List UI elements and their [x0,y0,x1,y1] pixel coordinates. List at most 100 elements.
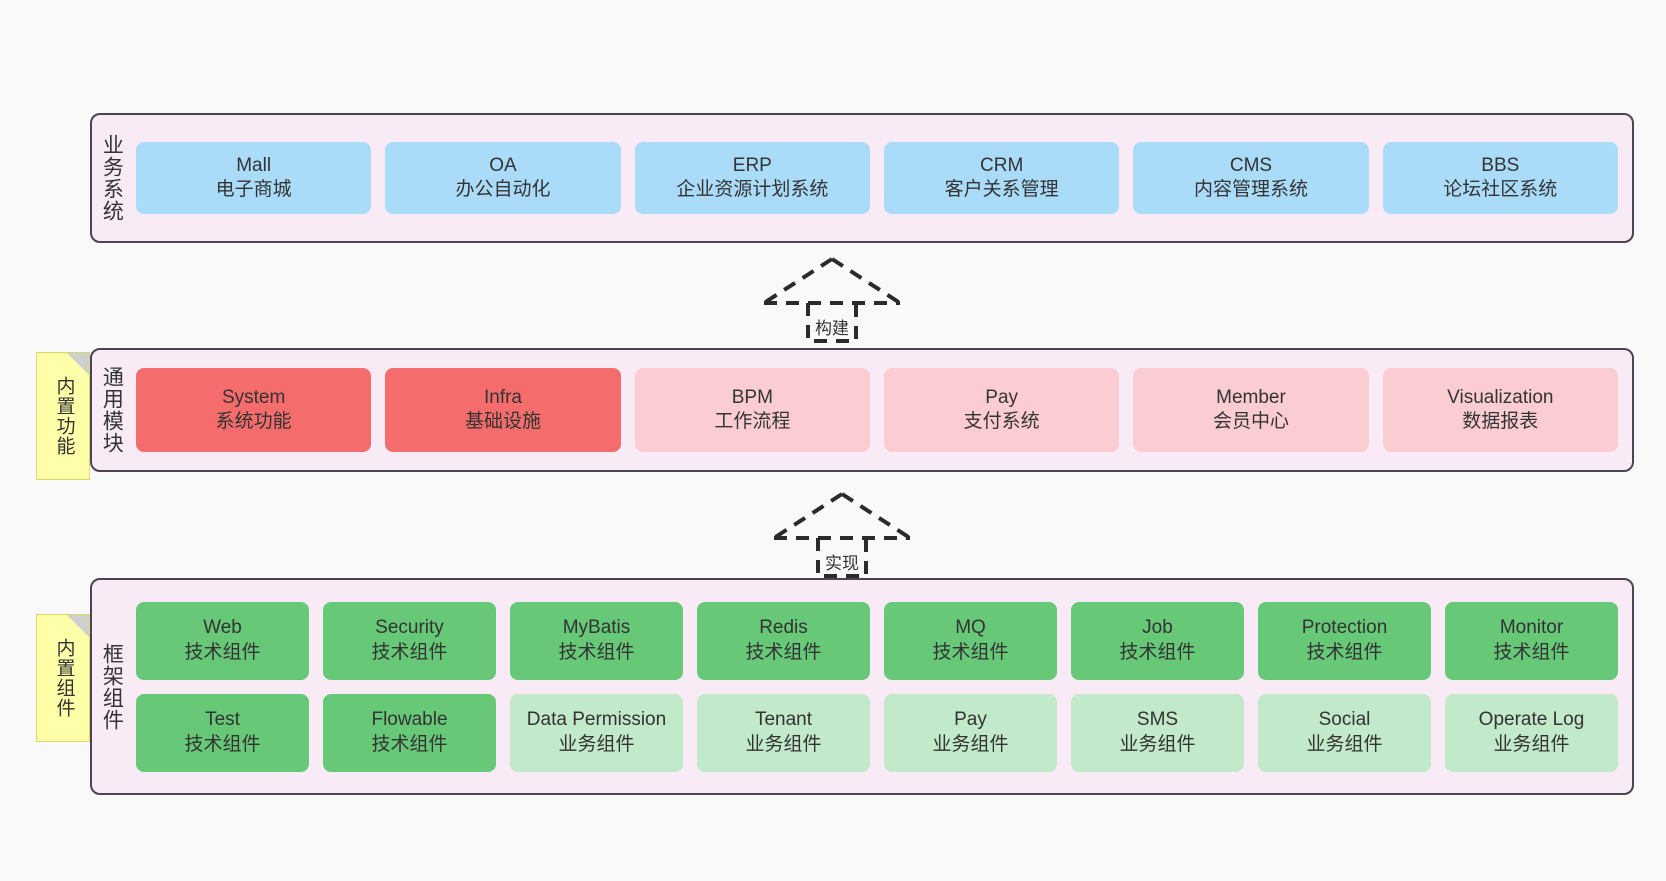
card-crm[interactable]: CRM 客户关系管理 [883,142,1120,214]
card-row: System 系统功能 Infra 基础设施 BPM 工作流程 Pay 支付系统… [136,368,1618,452]
card-monitor[interactable]: Monitor 技术组件 [1445,601,1618,680]
card-operate-log[interactable]: Operate Log 业务组件 [1445,693,1618,772]
card-social[interactable]: Social 业务组件 [1258,693,1431,772]
layer-body-common-modules: System 系统功能 Infra 基础设施 BPM 工作流程 Pay 支付系统… [130,350,1632,470]
connector-build: 构建 [752,253,912,343]
card-subtitle: 内容管理系统 [1193,179,1308,200]
card-subtitle: 技术组件 [1493,641,1570,663]
card-title: Redis [759,617,808,639]
card-subtitle: 论坛社区系统 [1443,179,1558,200]
card-title: System [221,386,286,408]
layer-body-framework-components: Web 技术组件 Security 技术组件 MyBatis 技术组件 Redi… [130,580,1632,793]
card-subtitle: 技术组件 [745,641,822,663]
card-pay[interactable]: Pay 支付系统 [883,368,1120,452]
card-row: Test 技术组件 Flowable 技术组件 Data Permission … [136,693,1618,772]
card-data-permission[interactable]: Data Permission 业务组件 [510,693,683,772]
sticky-note-builtin-components: 内置组件 [36,614,90,742]
generalization-arrow-icon [772,492,912,578]
card-tenant[interactable]: Tenant 业务组件 [697,693,870,772]
card-subtitle: 支付系统 [963,411,1040,432]
card-title: Pay [954,709,987,731]
card-bpm[interactable]: BPM 工作流程 [634,368,870,452]
card-subtitle: 工作流程 [714,411,791,432]
card-system[interactable]: System 系统功能 [136,368,372,452]
card-subtitle: 技术组件 [558,641,635,663]
card-pay-component[interactable]: Pay 业务组件 [884,693,1057,772]
card-title: Protection [1301,617,1388,639]
card-title: Pay [985,386,1019,408]
card-title: Monitor [1499,617,1564,639]
card-subtitle: 技术组件 [1306,641,1383,663]
card-flowable[interactable]: Flowable 技术组件 [323,693,496,772]
card-title: Member [1216,386,1286,408]
card-mall[interactable]: Mall 电子商城 [136,142,372,214]
card-title: Infra [483,386,522,408]
card-bbs[interactable]: BBS 论坛社区系统 [1382,142,1618,214]
card-title: Visualization [1447,386,1554,408]
card-title: Data Permission [526,709,667,731]
card-member[interactable]: Member 会员中心 [1133,368,1369,452]
card-job[interactable]: Job 技术组件 [1071,601,1244,680]
card-subtitle: 基础设施 [464,411,541,432]
card-cms[interactable]: CMS 内容管理系统 [1133,142,1369,214]
card-erp[interactable]: ERP 企业资源计划系统 [634,142,870,214]
sticky-note-builtin-features: 内置功能 [36,352,90,480]
layer-label-common-modules: 通用模块 [100,366,124,454]
card-subtitle: 业务组件 [745,733,822,755]
card-title: SMS [1136,709,1179,731]
card-mybatis[interactable]: MyBatis 技术组件 [510,601,683,680]
layer-business-systems: 业务系统 Mall 电子商城 OA 办公自动化 ERP 企业资源计划系统 CRM… [90,113,1634,243]
card-protection[interactable]: Protection 技术组件 [1258,601,1431,680]
card-sms[interactable]: SMS 业务组件 [1071,693,1244,772]
card-subtitle: 企业资源计划系统 [676,179,829,200]
card-title: Tenant [754,709,813,731]
card-title: Security [375,617,444,639]
card-redis[interactable]: Redis 技术组件 [697,601,870,680]
card-subtitle: 技术组件 [184,641,261,663]
card-subtitle: 业务组件 [932,733,1009,755]
card-subtitle: 技术组件 [184,733,261,755]
card-subtitle: 技术组件 [371,733,448,755]
card-title: Web [203,617,242,639]
card-subtitle: 数据报表 [1462,411,1539,432]
layer-common-modules: 通用模块 System 系统功能 Infra 基础设施 BPM 工作流程 Pay… [90,348,1634,472]
card-oa[interactable]: OA 办公自动化 [385,142,621,214]
card-subtitle: 技术组件 [371,641,448,663]
card-title: CMS [1229,154,1273,176]
card-title: Mall [236,154,272,176]
card-subtitle: 业务组件 [1493,733,1570,755]
card-subtitle: 技术组件 [932,641,1009,663]
card-subtitle: 业务组件 [1119,733,1196,755]
card-title: Job [1142,617,1173,639]
card-web[interactable]: Web 技术组件 [136,601,309,680]
card-subtitle: 办公自动化 [455,179,551,200]
card-title: MyBatis [562,617,631,639]
layer-framework-components: 框架组件 Web 技术组件 Security 技术组件 MyBatis 技术组件… [90,578,1634,795]
card-title: Social [1318,709,1371,731]
layer-label-business-systems: 业务系统 [100,134,124,222]
card-security[interactable]: Security 技术组件 [323,601,496,680]
card-subtitle: 系统功能 [215,411,292,432]
layer-label-framework-components: 框架组件 [100,642,124,731]
card-infra[interactable]: Infra 基础设施 [385,368,621,452]
card-title: BPM [731,386,773,408]
card-title: BBS [1481,154,1520,176]
card-subtitle: 业务组件 [1306,733,1383,755]
generalization-arrow-icon [762,257,902,343]
card-title: Flowable [371,709,448,731]
card-visualization[interactable]: Visualization 数据报表 [1382,368,1618,452]
card-title: MQ [955,617,986,639]
card-subtitle: 会员中心 [1212,411,1289,432]
connector-label-implement: 实现 [825,554,859,573]
card-title: Operate Log [1478,709,1585,731]
connector-label-build: 构建 [815,319,849,338]
card-title: CRM [980,154,1024,176]
card-subtitle: 客户关系管理 [944,179,1059,200]
card-row: Mall 电子商城 OA 办公自动化 ERP 企业资源计划系统 CRM 客户关系… [136,142,1618,214]
card-mq[interactable]: MQ 技术组件 [884,601,1057,680]
card-subtitle: 电子商城 [215,179,292,200]
card-title: Test [205,709,240,731]
card-subtitle: 技术组件 [1119,641,1196,663]
connector-implement: 实现 [762,488,922,578]
card-test[interactable]: Test 技术组件 [136,693,309,772]
